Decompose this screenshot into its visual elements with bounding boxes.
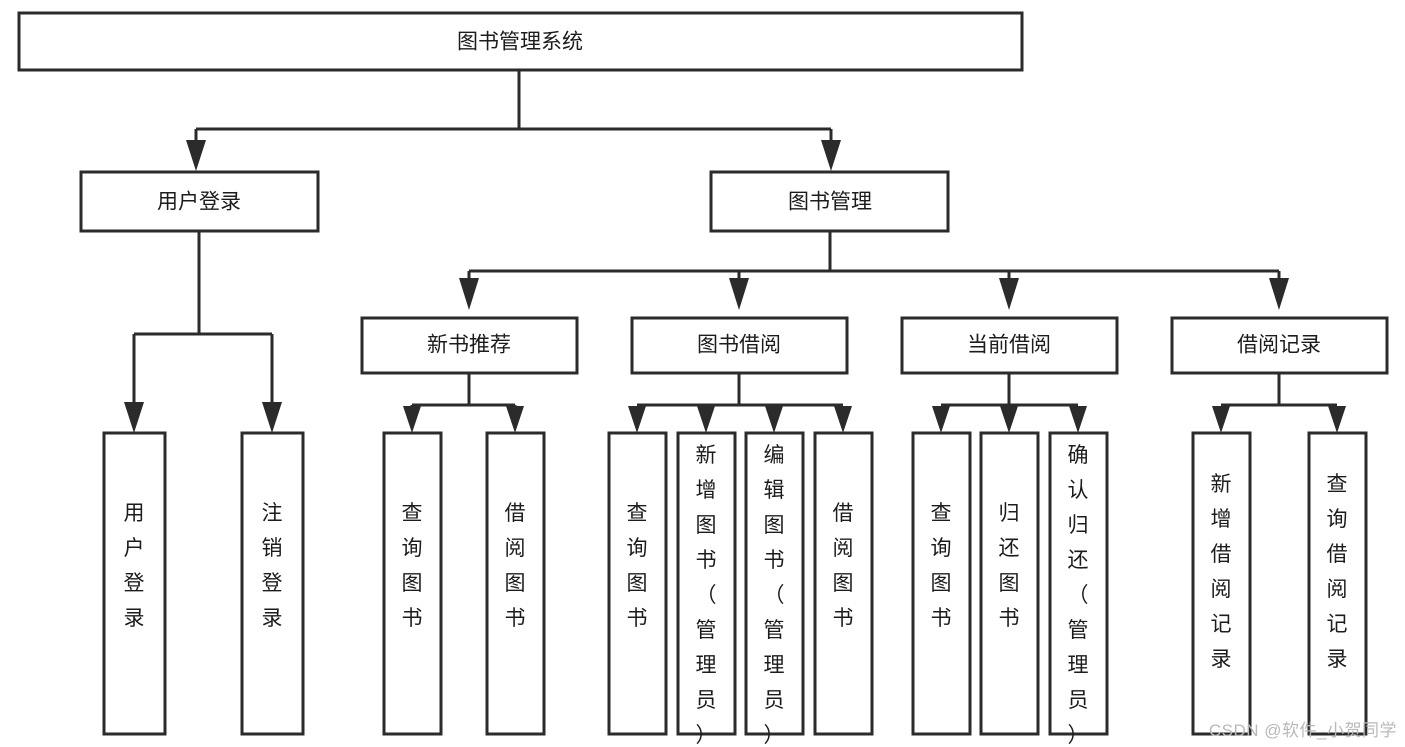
connector-group-newbook <box>403 373 524 433</box>
arrowhead-leaf-logout <box>262 402 282 433</box>
connector-group-bookmgmt <box>459 231 1289 310</box>
arrowhead-leaf-currentborrow-3 <box>1069 406 1087 433</box>
node-new-book-recommend-label: 新书推荐 <box>427 334 511 357</box>
arrowhead-leaf-currentborrow-2 <box>1000 406 1018 433</box>
leaf-user-login-box[interactable] <box>102 431 167 736</box>
node-user-login-label: 用户登录 <box>157 191 241 214</box>
leaf-newbook-query-label: 查询图书 <box>402 502 423 630</box>
leaf-bookborrow-query-label: 查询图书 <box>627 502 648 630</box>
connector-group-currentborrow <box>932 373 1087 433</box>
leaf-user-login-label: 用户登录 <box>124 502 145 630</box>
node-root[interactable]: 图书管理系统 <box>17 11 1024 72</box>
leaf-bookborrow-query-box[interactable] <box>607 431 668 736</box>
node-book-borrow[interactable]: 图书借阅 <box>630 316 849 375</box>
node-book-management-box[interactable] <box>709 170 950 233</box>
arrowhead-leaf-bookborrow-1 <box>628 406 646 433</box>
leaf-newbook-borrow-label: 借阅图书 <box>505 502 526 630</box>
arrowhead-leaf-user-login <box>124 402 144 433</box>
node-current-borrow-box[interactable] <box>900 316 1119 375</box>
node-borrow-record-box[interactable] <box>1170 316 1389 375</box>
leaf-bookborrow-edit-label: 编辑图书（管理员） <box>764 444 785 747</box>
arrowhead-borrowrecord <box>1269 278 1289 310</box>
node-book-borrow-label: 图书借阅 <box>697 334 781 357</box>
node-user-login-box[interactable] <box>79 170 320 233</box>
leaf-currentborrow-return-label: 归还图书 <box>999 502 1020 630</box>
leaf-node[interactable]: 新增图书（管理员） <box>676 431 737 747</box>
arrowhead-leaf-bookborrow-3 <box>765 406 783 433</box>
leaf-node[interactable]: 查询借阅记录 <box>1307 431 1368 736</box>
leaf-borrowrecord-add-label: 新增借阅记录 <box>1211 473 1232 671</box>
connector-group-bookborrow <box>628 373 852 433</box>
leaf-node[interactable]: 新增借阅记录 <box>1191 431 1252 736</box>
leaf-bookborrow-add-label: 新增图书（管理员） <box>696 444 717 747</box>
leaf-node[interactable]: 借阅图书 <box>485 431 546 736</box>
leaf-node[interactable]: 确认归还（管理员） <box>1048 431 1109 747</box>
leaf-node[interactable]: 归还图书 <box>979 431 1040 736</box>
leaf-bookborrow-edit-box[interactable] <box>744 431 805 736</box>
leaf-borrowrecord-query-label: 查询借阅记录 <box>1327 473 1348 671</box>
leaf-node[interactable]: 注销登录 <box>240 431 305 736</box>
leaf-borrowrecord-add-box[interactable] <box>1191 431 1252 736</box>
leaf-currentborrow-confirm-label: 确认归还（管理员） <box>1068 444 1089 747</box>
leaf-currentborrow-return-box[interactable] <box>979 431 1040 736</box>
arrowhead-bookborrow <box>729 278 749 310</box>
arrowhead-currentborrow <box>999 278 1019 310</box>
leaf-currentborrow-confirm-box[interactable] <box>1048 431 1109 736</box>
leaf-logout-label: 注销登录 <box>262 502 283 630</box>
connector-group-root <box>186 70 841 171</box>
leaf-node[interactable]: 查询图书 <box>911 431 972 736</box>
connector-group-userlogin <box>124 231 282 433</box>
arrowhead-userlogin <box>186 140 206 171</box>
leaf-node[interactable]: 查询图书 <box>607 431 668 736</box>
leaf-logout-box[interactable] <box>240 431 305 736</box>
node-new-book-recommend-box[interactable] <box>360 316 579 375</box>
node-book-management[interactable]: 图书管理 <box>709 170 950 233</box>
arrowhead-leaf-borrowrecord-1 <box>1212 406 1230 433</box>
arrowhead-leaf-newbook-2 <box>506 406 524 433</box>
node-current-borrow-label: 当前借阅 <box>967 334 1051 357</box>
leaf-node[interactable]: 编辑图书（管理员） <box>744 431 805 747</box>
node-book-borrow-box[interactable] <box>630 316 849 375</box>
node-book-management-label: 图书管理 <box>788 191 872 214</box>
arrowhead-leaf-currentborrow-1 <box>932 406 950 433</box>
arrowhead-bookmgmt <box>821 140 841 171</box>
node-new-book-recommend[interactable]: 新书推荐 <box>360 316 579 375</box>
leaf-bookborrow-borrow-box[interactable] <box>813 431 874 736</box>
arrowhead-leaf-borrowrecord-2 <box>1328 406 1346 433</box>
node-current-borrow[interactable]: 当前借阅 <box>900 316 1119 375</box>
leaf-bookborrow-borrow-label: 借阅图书 <box>833 502 854 630</box>
csdn-watermark: CSDN @软件_小贺同学 <box>1208 721 1397 740</box>
arrowhead-leaf-newbook-1 <box>403 406 421 433</box>
node-root-label: 图书管理系统 <box>457 31 583 54</box>
leaf-node[interactable]: 查询图书 <box>382 431 443 736</box>
arrowhead-newbook <box>459 278 479 310</box>
arrowhead-leaf-bookborrow-4 <box>834 406 852 433</box>
leaf-currentborrow-query-box[interactable] <box>911 431 972 736</box>
node-borrow-record-label: 借阅记录 <box>1237 334 1321 357</box>
node-user-login[interactable]: 用户登录 <box>79 170 320 233</box>
leaf-newbook-query-box[interactable] <box>382 431 443 736</box>
node-borrow-record[interactable]: 借阅记录 <box>1170 316 1389 375</box>
leaf-node[interactable]: 借阅图书 <box>813 431 874 736</box>
arrowhead-leaf-bookborrow-2 <box>697 406 715 433</box>
node-root-box[interactable] <box>17 11 1024 72</box>
leaf-borrowrecord-query-box[interactable] <box>1307 431 1368 736</box>
connector-group-borrowrecord <box>1212 373 1346 433</box>
leaf-currentborrow-query-label: 查询图书 <box>931 502 952 630</box>
leaf-bookborrow-add-box[interactable] <box>676 431 737 736</box>
leaf-node[interactable]: 用户登录 <box>102 431 167 736</box>
leaf-newbook-borrow-box[interactable] <box>485 431 546 736</box>
